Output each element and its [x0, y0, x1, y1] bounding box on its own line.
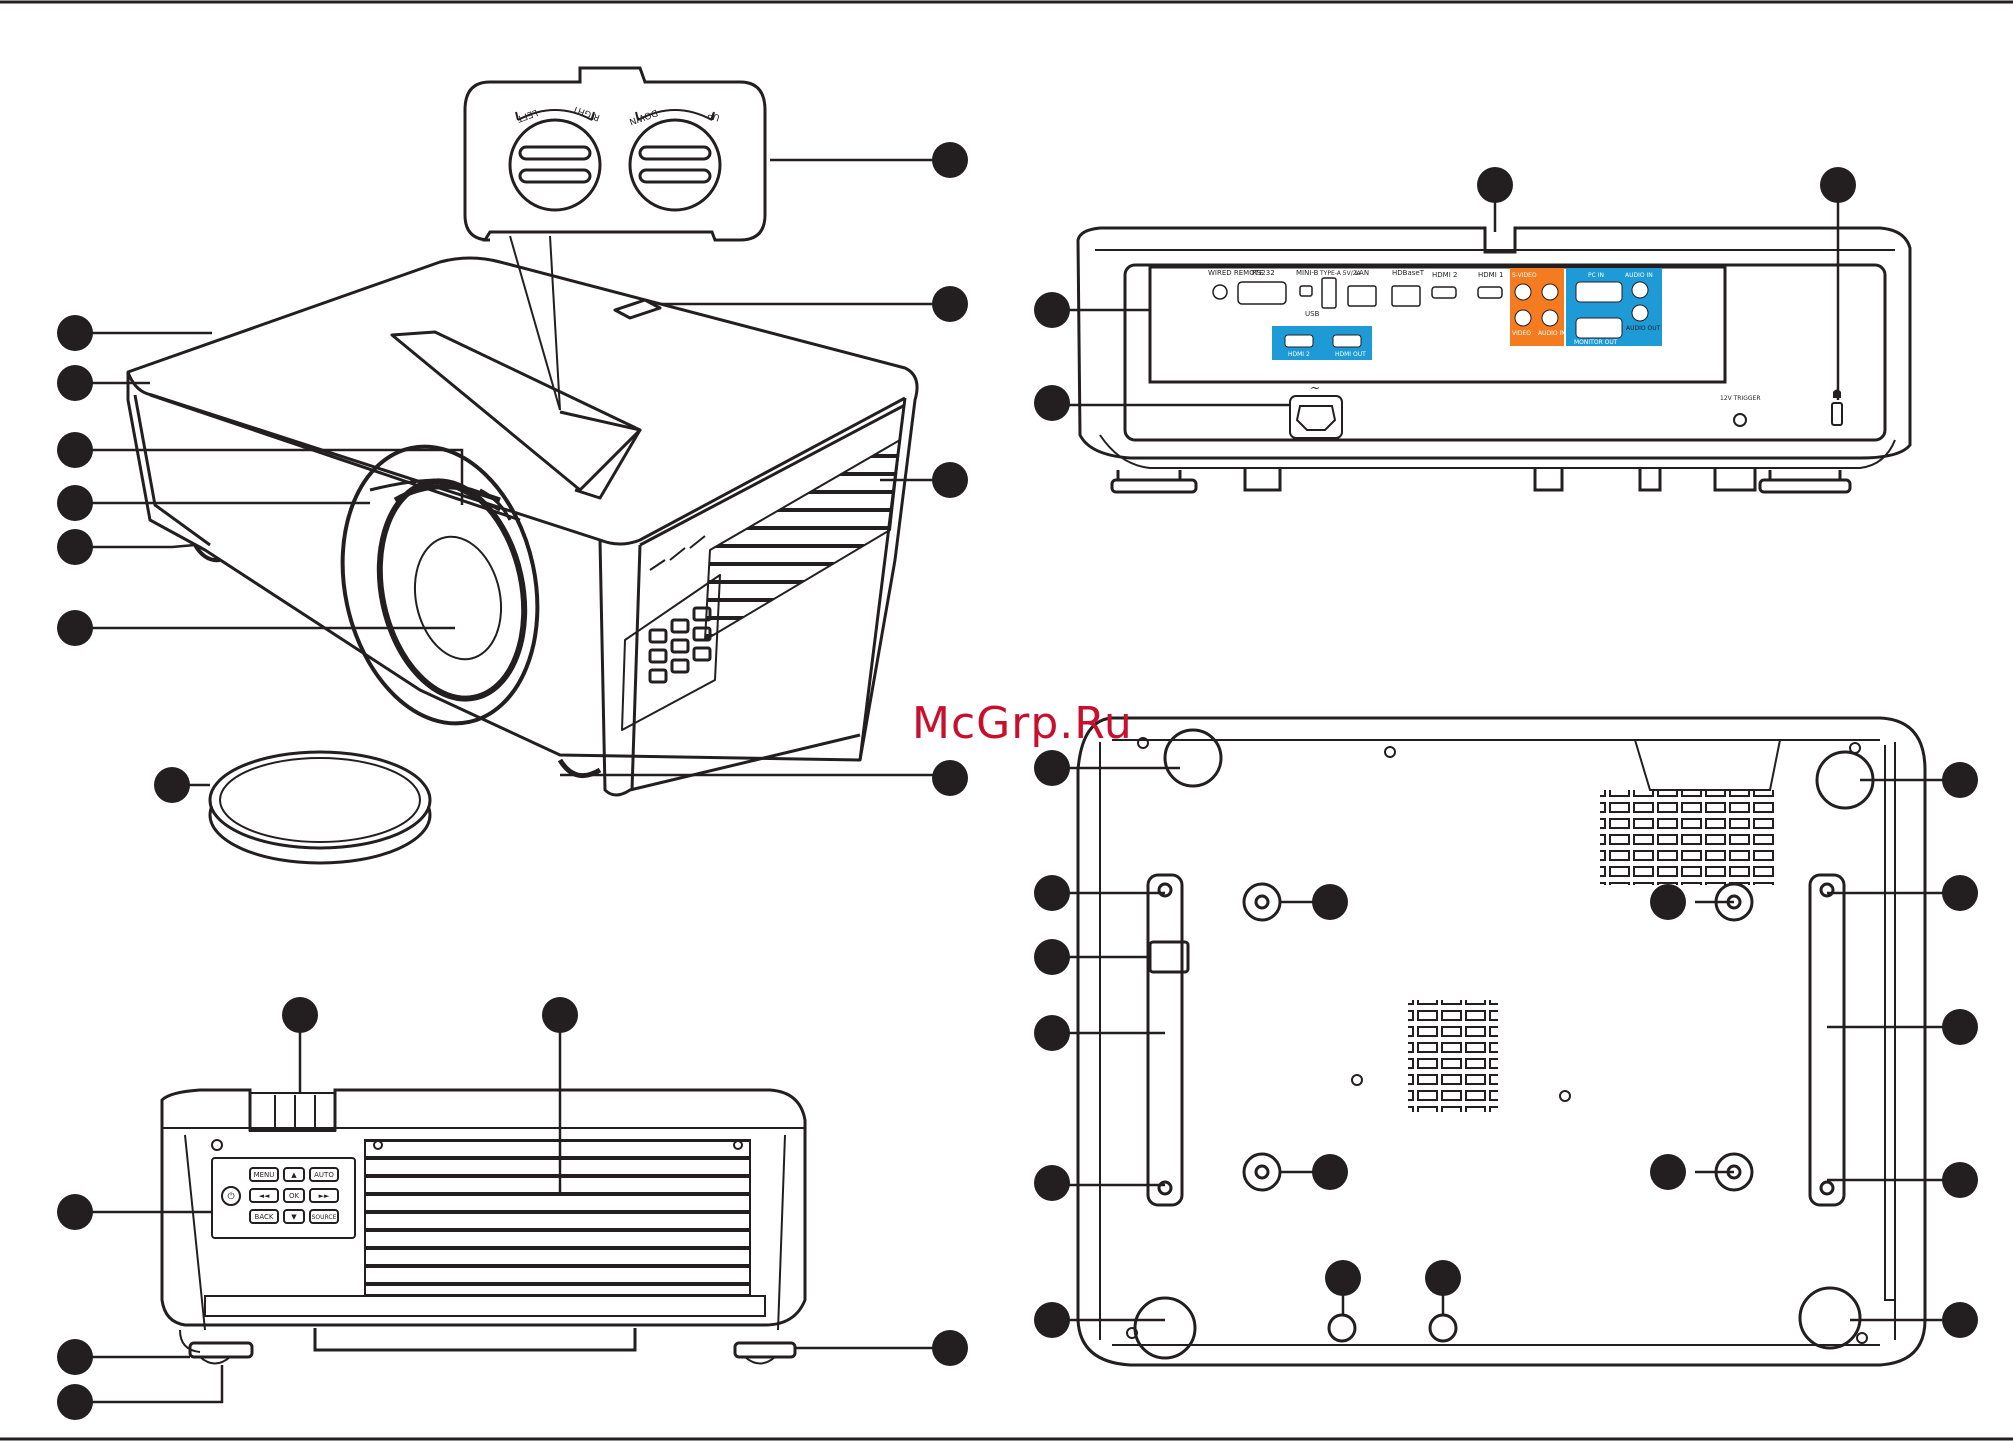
down-arrow-icon: ▼	[291, 1213, 297, 1221]
rear-view	[1078, 228, 1910, 492]
monitor-out-port	[1576, 318, 1622, 338]
bottom-view	[1078, 718, 1925, 1365]
label-usb: USB	[1305, 310, 1320, 318]
side-grille	[365, 1140, 750, 1295]
label-hdmi1: HDMI 1	[1478, 271, 1503, 279]
label-trigger: 12V TRIGGER	[1720, 395, 1761, 402]
label-hdmi-out: HDMI OUT	[1335, 351, 1366, 358]
power-icon: ⏻	[227, 1191, 234, 1202]
label-hdmi2-top: HDMI 2	[1432, 271, 1457, 279]
side-view	[162, 1090, 805, 1364]
speaker-grille	[1408, 1000, 1498, 1112]
audio-in-port	[1632, 282, 1648, 298]
back-label: BACK	[255, 1213, 274, 1221]
video-port	[1515, 310, 1531, 326]
label-rs232: RS232	[1252, 269, 1275, 277]
label-mini-b: MINI-B	[1296, 269, 1319, 277]
lens-cap	[210, 752, 430, 863]
label-down: DOWN	[628, 107, 659, 127]
audio-out-port	[1632, 305, 1648, 321]
up-arrow-icon: ▲	[291, 1171, 297, 1179]
audio-l-port	[1542, 310, 1558, 326]
left-right-knob[interactable]	[510, 110, 600, 210]
up-down-knob[interactable]	[630, 110, 720, 210]
menu-label: MENU	[254, 1171, 275, 1179]
right-arrow-icon: ►►	[319, 1192, 330, 1200]
label-up: UP	[706, 108, 721, 122]
left-arrow-icon: ◄◄	[259, 1192, 270, 1200]
svideo-port	[1515, 284, 1531, 300]
label-svideo: S-VIDEO	[1512, 272, 1537, 279]
label-right: RIGHT	[571, 103, 601, 122]
watermark: McGrp.Ru	[912, 698, 1133, 749]
ok-label: OK	[289, 1192, 300, 1200]
bottom-vent	[1600, 790, 1775, 885]
auto-label: AUTO	[314, 1171, 334, 1179]
label-video: VIDEO	[1512, 330, 1531, 337]
label-lan: LAN	[1355, 269, 1369, 277]
label-pc-in: PC IN	[1588, 272, 1604, 279]
audio-r-port	[1542, 284, 1558, 300]
hdmi-out-port	[1333, 335, 1361, 347]
hdmi2-blue-port	[1285, 335, 1313, 347]
label-hdmi2-blue: HDMI 2	[1288, 351, 1310, 358]
pc-in-port	[1576, 282, 1622, 302]
label-left: LEFT	[515, 107, 539, 124]
label-monitor-out: MONITOR OUT	[1574, 339, 1618, 346]
label-audio-in-lr: AUDIO IN	[1538, 330, 1566, 337]
label-hdbaset: HDBaseT	[1392, 269, 1425, 277]
label-ac: ~	[1310, 381, 1320, 395]
label-audio-out: AUDIO OUT	[1626, 325, 1661, 332]
front-view	[128, 258, 917, 795]
source-label: SOURCE	[312, 1214, 337, 1221]
label-audio-in: AUDIO IN	[1625, 272, 1653, 279]
